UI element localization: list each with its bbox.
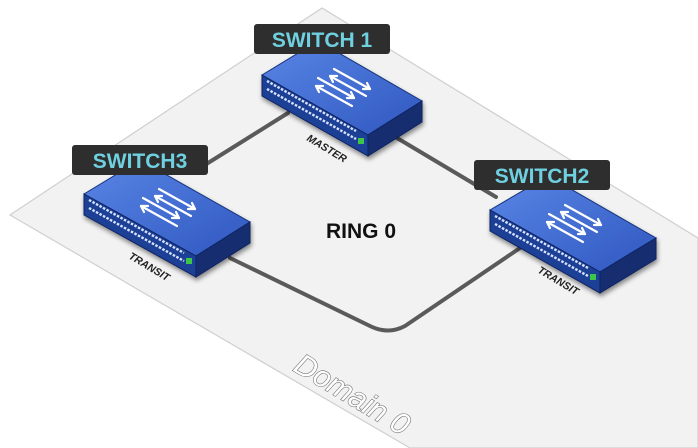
arrows-icon [545,203,603,244]
switch-2-name-tag: SWITCH2 [474,160,610,190]
switch-side-face [599,237,657,294]
switch-3-name-tag: SWITCH3 [72,145,208,175]
switch-1-body [261,40,423,157]
port-row [266,79,357,141]
switch-side-face [195,221,251,278]
ring-label: RING 0 [326,220,396,243]
link-switch3-switch2 [228,246,522,333]
status-led [358,138,364,144]
status-led [186,258,192,264]
switch-1-name: SWITCH 1 [272,29,373,52]
switch-3-body [83,159,251,278]
port-row [494,214,589,278]
arrows-icon [314,67,372,108]
arrows-icon [139,187,197,228]
switch-2-body [488,175,657,294]
switch-3-name: SWITCH3 [93,150,188,173]
link-switch1-switch3 [198,111,290,170]
switch-2-name: SWITCH2 [495,165,590,188]
status-led [590,274,596,280]
switch-side-face [367,100,423,157]
port-row [88,198,185,263]
switch-1-name-tag: SWITCH 1 [254,24,390,54]
